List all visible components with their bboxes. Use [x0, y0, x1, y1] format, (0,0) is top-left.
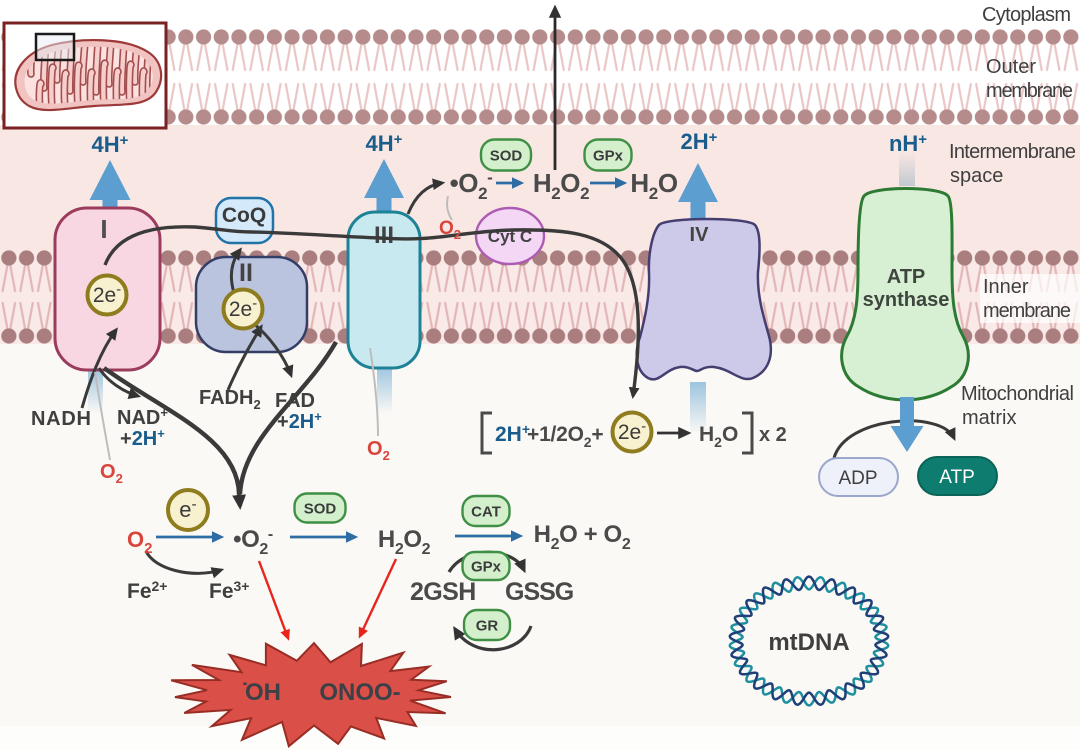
svg-text:̇OH: ̇OH	[243, 679, 281, 706]
svg-text:membrane: membrane	[986, 80, 1073, 102]
svg-text:FAD: FAD	[275, 390, 315, 412]
svg-text:+1/2O2+: +1/2O2+	[527, 423, 603, 450]
svg-text:Outer: Outer	[986, 56, 1036, 78]
svg-text:membrane: membrane	[983, 300, 1071, 322]
svg-text:SOD: SOD	[304, 500, 337, 517]
svg-text:FADH2: FADH2	[199, 387, 261, 412]
svg-text:Cytoplasm: Cytoplasm	[982, 4, 1071, 26]
svg-text:+2H+: +2H+	[277, 409, 322, 433]
svg-text:2e-: 2e-	[93, 282, 121, 307]
svg-text:•O2-: •O2-	[233, 526, 273, 558]
svg-text:Inner: Inner	[983, 276, 1029, 298]
svg-text:GR: GR	[476, 617, 499, 634]
svg-text:mtDNA: mtDNA	[768, 629, 849, 656]
svg-text:GSSG: GSSG	[505, 578, 573, 606]
svg-text:GPx: GPx	[593, 147, 624, 164]
svg-text:H2O + O2: H2O + O2	[534, 521, 631, 553]
svg-text:synthase: synthase	[863, 289, 950, 311]
svg-text:NADH: NADH	[31, 408, 91, 430]
svg-text:CoQ: CoQ	[222, 204, 266, 227]
svg-text:III: III	[374, 222, 394, 249]
svg-text:2e-: 2e-	[229, 296, 257, 321]
svg-text:II: II	[239, 259, 253, 287]
svg-text:space: space	[950, 165, 1003, 187]
svg-text:Fe2+: Fe2+	[127, 578, 167, 603]
svg-text:ADP: ADP	[838, 468, 877, 489]
svg-text:IV: IV	[690, 224, 710, 246]
svg-text:ATP: ATP	[887, 266, 926, 288]
svg-text:ATP: ATP	[939, 467, 975, 488]
svg-text:Intermembrane: Intermembrane	[949, 141, 1076, 163]
svg-text:GPx: GPx	[471, 558, 502, 575]
svg-text:matrix: matrix	[962, 407, 1016, 429]
svg-text:NAD+: NAD+	[117, 405, 168, 429]
svg-text:SOD: SOD	[490, 147, 523, 164]
svg-text:H2O2: H2O2	[533, 168, 589, 203]
svg-text:H2O2: H2O2	[378, 526, 431, 558]
svg-text:ONOO-: ONOO-	[319, 679, 400, 706]
svg-text:Mitochondrial: Mitochondrial	[961, 383, 1074, 405]
svg-text:2H+: 2H+	[681, 129, 718, 154]
svg-text:x 2: x 2	[759, 424, 787, 446]
svg-text:H2O: H2O	[630, 168, 677, 203]
svg-text:I: I	[100, 214, 107, 244]
svg-text:CAT: CAT	[471, 503, 501, 520]
svg-text:2GSH: 2GSH	[410, 578, 476, 606]
